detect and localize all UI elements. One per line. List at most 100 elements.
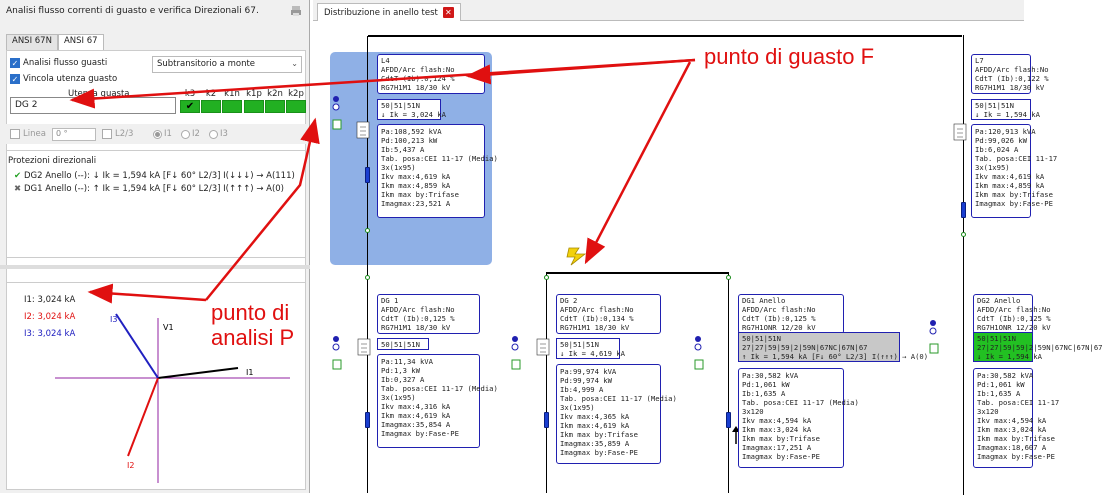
dg2a-imagmax-by: Imagmax by:Fase-PE xyxy=(977,452,1055,461)
dg2a-data-box[interactable]: Pa:30,582 kVA Pd:1,061 kW Ib:1,635 A Tab… xyxy=(973,368,1059,468)
l4-afdd: AFDD/Arc flash:No xyxy=(381,65,455,74)
l4-ikv: Ikv max:4,619 kA xyxy=(381,172,451,181)
radio-icon xyxy=(181,129,190,139)
node-l4[interactable] xyxy=(364,228,370,233)
l7-protection-box[interactable]: 50|51|51N ↓ Ik = 1,594 kA xyxy=(971,99,1040,120)
relay-icon[interactable] xyxy=(928,318,942,366)
l4-name: L4 xyxy=(381,56,390,65)
dg1a-prot-codes: 50|51|51N xyxy=(742,334,781,343)
l4-prot-ik: ↓ Ik = 3,024 kA xyxy=(381,110,446,119)
node-dg2[interactable] xyxy=(543,275,549,280)
dg2a-section: 3x120 xyxy=(977,407,999,416)
fault-lightning-icon xyxy=(566,247,587,266)
dg2a-protection-box[interactable]: 50|51|51N 27|27|59|59|2|59N|67NC|67N|67 … xyxy=(973,332,1103,362)
relay-icon[interactable] xyxy=(331,334,345,382)
tab-distribuzione-anello[interactable]: Distribuzione in anello test ✕ xyxy=(317,3,461,21)
l4-section: 3x(1x95) xyxy=(381,163,416,172)
dg1-data-box[interactable]: Pa:11,34 kVA Pd:1,3 kW Ib:0,327 A Tab. p… xyxy=(377,354,498,448)
dg1a-protection-box[interactable]: 50|51|51N 27|27|59|59|2|59N|67NC|67N|67 … xyxy=(738,332,928,362)
radio-i1[interactable]: I1 xyxy=(153,129,172,139)
dg1-pd: Pd:1,3 kW xyxy=(381,366,420,375)
dg1a-info-box[interactable]: DG1 Anello AFDD/Arc flash:No CdtT (Ib):0… xyxy=(738,294,844,334)
dg1-name: DG 1 xyxy=(381,296,399,305)
breaker-icon[interactable] xyxy=(536,335,550,375)
dg2-imagmax-by: Imagmax by:Fase-PE xyxy=(560,448,638,457)
dg1a-section: 3x120 xyxy=(742,407,764,416)
i2-vector xyxy=(127,377,159,457)
dg2a-cable: RG7H1ONR 12/20 kV xyxy=(977,323,1051,332)
dg1a-data-box[interactable]: Pa:30,582 kVA Pd:1,061 kW Ib:1,635 A Tab… xyxy=(738,368,859,468)
tab-ansi-67n[interactable]: ANSI 67N xyxy=(6,34,58,50)
phasor-i2-value: I2: 3,024 kA xyxy=(24,312,76,322)
fuse-l4 xyxy=(365,167,370,183)
breaker-icon[interactable] xyxy=(953,120,967,160)
i1-label: I1 xyxy=(246,368,253,377)
feeder-dg2-line xyxy=(546,272,547,493)
l7-data-box[interactable]: Pa:120,913 kVA Pd:99,026 kW Ib:6,024 A T… xyxy=(971,124,1057,218)
dg1a-afdd: AFDD/Arc flash:No xyxy=(742,305,816,314)
dg2a-afdd: AFDD/Arc flash:No xyxy=(977,305,1051,314)
dg2-prot-ik: ↓ Ik = 4,619 kA xyxy=(560,349,625,358)
l7-pa: Pa:120,913 kVA xyxy=(975,127,1036,136)
phasor-vectors: V1 I1 I2 I3 xyxy=(55,313,290,483)
prot-line-dg1[interactable]: ✖DG1 Anello (--): ↑ Ik = 1,594 kA [F↓ 60… xyxy=(14,184,284,194)
linea-checkbox[interactable]: Linea xyxy=(10,129,46,139)
print-icon[interactable] xyxy=(290,5,302,17)
l7-ib: Ib:6,024 A xyxy=(975,145,1019,154)
dg2a-cdt: CdtT (Ib):0,125 % xyxy=(977,314,1051,323)
dg1-imagmax-by: Imagmax by:Fase-PE xyxy=(381,429,459,438)
dg2-info-box[interactable]: DG 2 AFDD/Arc flash:No CdtT (Ib):0,134 %… xyxy=(556,294,661,334)
dg1-protection-box[interactable]: 50|51|51N xyxy=(377,338,429,350)
l7-prot-ik: ↓ Ik = 1,594 kA xyxy=(975,110,1040,119)
l4-cdt: CdtT (Ib):0,124 % xyxy=(381,74,455,83)
dg2-protection-box[interactable]: 50|51|51N ↓ Ik = 4,619 kA xyxy=(556,338,625,359)
single-line-diagram[interactable]: L4 AFDD/Arc flash:No CdtT (Ib):0,124 % R… xyxy=(313,22,1103,495)
dg1-info-box[interactable]: DG 1 AFDD/Arc flash:No CdtT (Ib):0,125 %… xyxy=(377,294,480,334)
tab-ansi-67[interactable]: ANSI 67 xyxy=(57,34,104,51)
l2l3-checkbox[interactable]: L2/3 xyxy=(102,129,133,139)
l4-data-box[interactable]: Pa:108,592 kVA Pd:100,213 kW Ib:5,437 A … xyxy=(377,124,498,218)
node-dg1[interactable] xyxy=(364,275,370,280)
close-icon[interactable]: ✕ xyxy=(442,7,454,18)
prot-line-dg2[interactable]: ✔DG2 Anello (--): ↓ Ik = 1,594 kA [F↓ 60… xyxy=(14,171,295,181)
dg1-section: 3x(1x95) xyxy=(381,393,416,402)
feeder-l7-line xyxy=(963,92,964,252)
relay-icon[interactable] xyxy=(331,94,345,142)
dg2a-ib: Ib:1,635 A xyxy=(977,389,1021,398)
dg1-prot-codes: 50|51|51N xyxy=(381,340,420,349)
dg1a-name: DG1 Anello xyxy=(742,296,786,305)
l7-imagmax-by: Imagmax by:Fase-PE xyxy=(975,199,1053,208)
radio-i2[interactable]: I2 xyxy=(181,129,200,139)
dg2-data-box[interactable]: Pa:99,974 kVA Pd:99,974 kW Ib:4,999 A Ta… xyxy=(556,364,677,464)
analisi-flusso-checkbox[interactable]: ✓ Analisi flusso guasti xyxy=(10,58,107,68)
angle-input[interactable]: 0 ° xyxy=(52,128,96,141)
node-l7[interactable] xyxy=(960,232,966,237)
vincola-utenza-checkbox[interactable]: ✓ Vincola utenza guasto xyxy=(10,74,117,84)
l7-ikm-by: Ikm max by:Trifase xyxy=(975,190,1053,199)
l7-info-box[interactable]: L7 AFDD/Arc flash:No CdtT (Ib):0,122 % R… xyxy=(971,54,1049,94)
dg1a-ikv: Ikv max:4,594 kA xyxy=(742,416,812,425)
dg2-pa: Pa:99,974 kVA xyxy=(560,367,617,376)
dg1a-pd: Pd:1,061 kW xyxy=(742,380,790,389)
dg2a-prot-directional: 27|27|59|59|2|59N|67NC|67N|67 xyxy=(977,343,1103,352)
dg1a-imagmax-by: Imagmax by:Fase-PE xyxy=(742,452,820,461)
l4-protection-box[interactable]: 50|51|51N ↓ Ik = 3,024 kA xyxy=(377,99,446,120)
dg2-name: DG 2 xyxy=(560,296,578,305)
v1-label: V1 xyxy=(163,323,174,332)
l4-info-box[interactable]: L4 AFDD/Arc flash:No CdtT (Ib):0,124 % R… xyxy=(377,54,485,94)
panel-splitter[interactable] xyxy=(0,265,310,269)
phasor-diagram xyxy=(6,282,306,490)
node-dg1a[interactable] xyxy=(725,275,731,280)
dg2a-name: DG2 Anello xyxy=(977,296,1021,305)
dg2a-info-box[interactable]: DG2 Anello AFDD/Arc flash:No CdtT (Ib):0… xyxy=(973,294,1051,334)
breaker-icon[interactable] xyxy=(356,118,370,158)
feeder-l4-line xyxy=(367,36,368,493)
relay-icon[interactable] xyxy=(693,334,707,382)
breaker-icon[interactable] xyxy=(357,335,371,375)
dg1a-ib: Ib:1,635 A xyxy=(742,389,786,398)
linea-label: Linea xyxy=(23,129,46,139)
relay-icon[interactable] xyxy=(510,334,524,382)
l4-prot-codes: 50|51|51N xyxy=(381,101,420,110)
check-icon: ✓ xyxy=(10,74,20,84)
phasor-i1-value: I1: 3,024 kA xyxy=(24,295,76,305)
